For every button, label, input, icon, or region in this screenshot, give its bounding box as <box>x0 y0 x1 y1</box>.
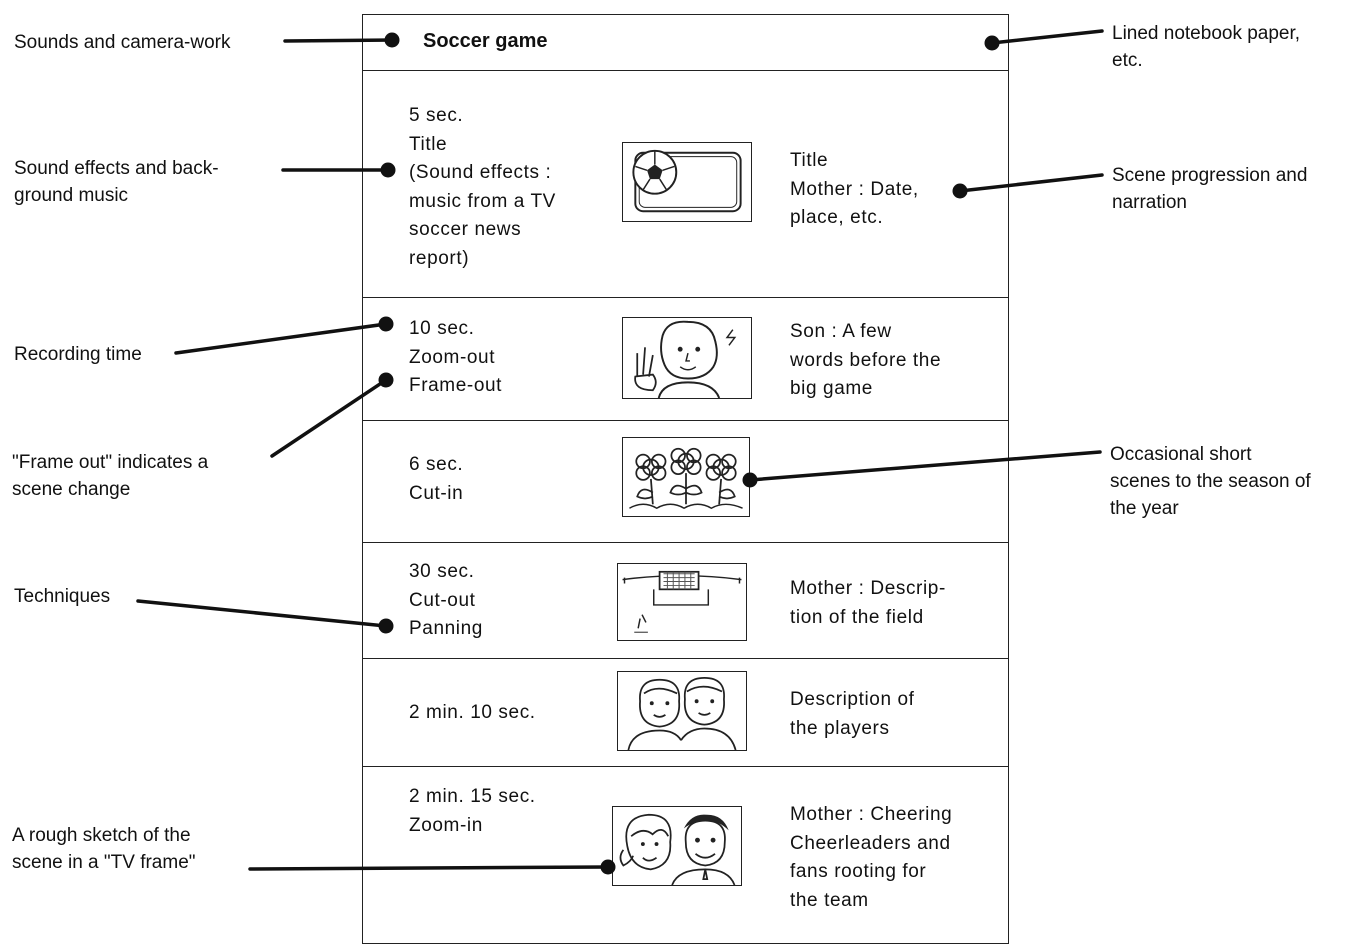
row-5-time-technique: 2 min. 10 sec. <box>409 702 536 723</box>
label-scene-progression: Scene progression and narration <box>1112 165 1308 213</box>
cheering-fans-icon <box>612 806 742 886</box>
row-divider <box>362 70 1009 71</box>
two-players-icon <box>617 671 747 751</box>
flowers-sketch <box>629 447 743 510</box>
row-4-time-technique: 30 sec. Cut-out Panning <box>409 561 483 639</box>
boy-waving-sketch <box>634 320 737 398</box>
row-1-narration: Title Mother : Date, place, etc. <box>790 150 919 228</box>
soccer-field-goal-icon <box>617 563 747 641</box>
row-6-time-technique: 2 min. 15 sec. Zoom-in <box>409 786 536 836</box>
cheering-fans-sketch <box>619 813 736 885</box>
label-rough-sketch: A rough sketch of the scene in a "TV fra… <box>12 825 196 873</box>
label-sounds-camera-work: Sounds and camera-work <box>14 32 231 53</box>
label-frame-out: "Frame out" indicates a scene change <box>12 452 209 500</box>
row-6-narration: Mother : Cheering Cheerleaders and fans … <box>790 804 953 911</box>
label-recording-time: Recording time <box>14 344 142 365</box>
label-techniques: Techniques <box>14 586 111 607</box>
row-4-narration: Mother : Descrip- tion of the field <box>790 578 946 628</box>
flowers-icon <box>622 437 750 517</box>
row-divider <box>362 766 1009 767</box>
two-players-sketch <box>627 676 737 750</box>
row-1-time-technique: 5 sec. Title (Sound effects : music from… <box>409 105 556 269</box>
row-divider <box>362 542 1009 543</box>
row-2-narration: Son : A few words before the big game <box>790 321 942 399</box>
soccer-field-goal-sketch <box>622 570 742 633</box>
row-2-time-technique: 10 sec. Zoom-out Frame-out <box>409 318 503 396</box>
row-divider <box>362 420 1009 421</box>
row-3-time-technique: 6 sec. Cut-in <box>409 454 464 504</box>
label-sound-effects: Sound effects and back- ground music <box>14 158 219 206</box>
soccer-ball-title-card-icon <box>622 142 752 222</box>
sheet-title: Soccer game <box>423 30 548 52</box>
row-5-narration: Description of the players <box>790 689 915 739</box>
label-notebook-paper: Lined notebook paper, etc. <box>1112 23 1301 71</box>
boy-waving-icon <box>622 317 752 399</box>
soccer-ball-title-card-sketch <box>632 149 742 213</box>
label-short-scenes: Occasional short scenes to the season of… <box>1110 444 1311 519</box>
row-divider <box>362 658 1009 659</box>
row-divider <box>362 297 1009 298</box>
